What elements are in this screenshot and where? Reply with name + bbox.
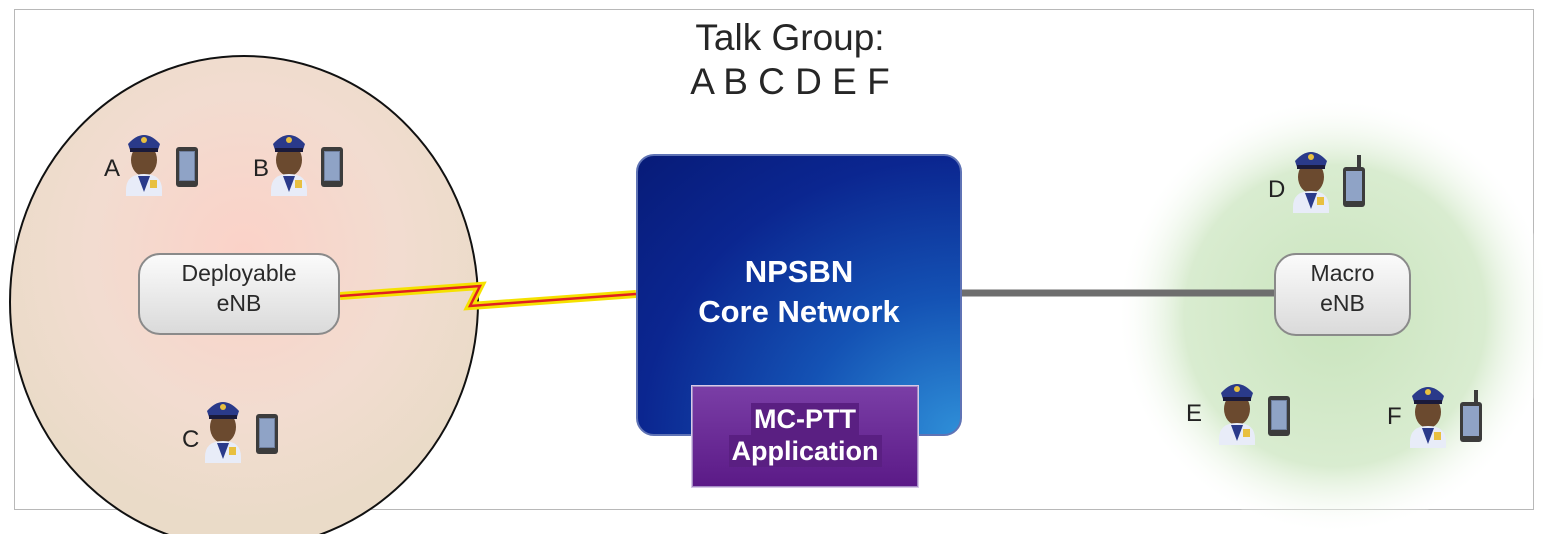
deployable-enb-node: Deployable eNB bbox=[138, 253, 340, 335]
talk-group-members: A B C D E F bbox=[690, 61, 890, 102]
application-line2: Application bbox=[728, 435, 882, 467]
wireless-link bbox=[339, 281, 637, 311]
user-f-label: F bbox=[1387, 403, 1402, 430]
talk-group-heading: Talk Group: bbox=[695, 17, 885, 58]
user-e-label: E bbox=[1186, 400, 1203, 427]
core-network-line2: Core Network bbox=[698, 294, 900, 329]
user-c-tablet-icon bbox=[256, 414, 278, 454]
user-b-label: B bbox=[253, 155, 270, 182]
user-e-tablet-icon bbox=[1268, 396, 1290, 436]
user-a-tablet-icon bbox=[176, 147, 198, 187]
user-c-label: C bbox=[182, 426, 200, 453]
user-b-tablet-icon bbox=[321, 147, 343, 187]
talk-group-title: Talk Group: A B C D E F bbox=[660, 16, 920, 104]
core-network-line1: NPSBN bbox=[744, 254, 854, 289]
core-network-label: NPSBN Core Network bbox=[636, 252, 962, 332]
application-line1: MC-PTT bbox=[751, 403, 859, 435]
macro-enb-node: Macro eNB bbox=[1274, 253, 1411, 336]
deployable-enb-line1: Deployable bbox=[181, 260, 297, 286]
macro-enb-line1: Macro bbox=[1310, 260, 1375, 286]
user-d-label: D bbox=[1268, 176, 1286, 203]
user-a-label: A bbox=[104, 155, 121, 182]
macro-enb-line2: eNB bbox=[1320, 290, 1365, 316]
mc-ptt-application-node: MC-PTT Application bbox=[691, 385, 919, 488]
deployable-enb-line2: eNB bbox=[216, 290, 262, 316]
